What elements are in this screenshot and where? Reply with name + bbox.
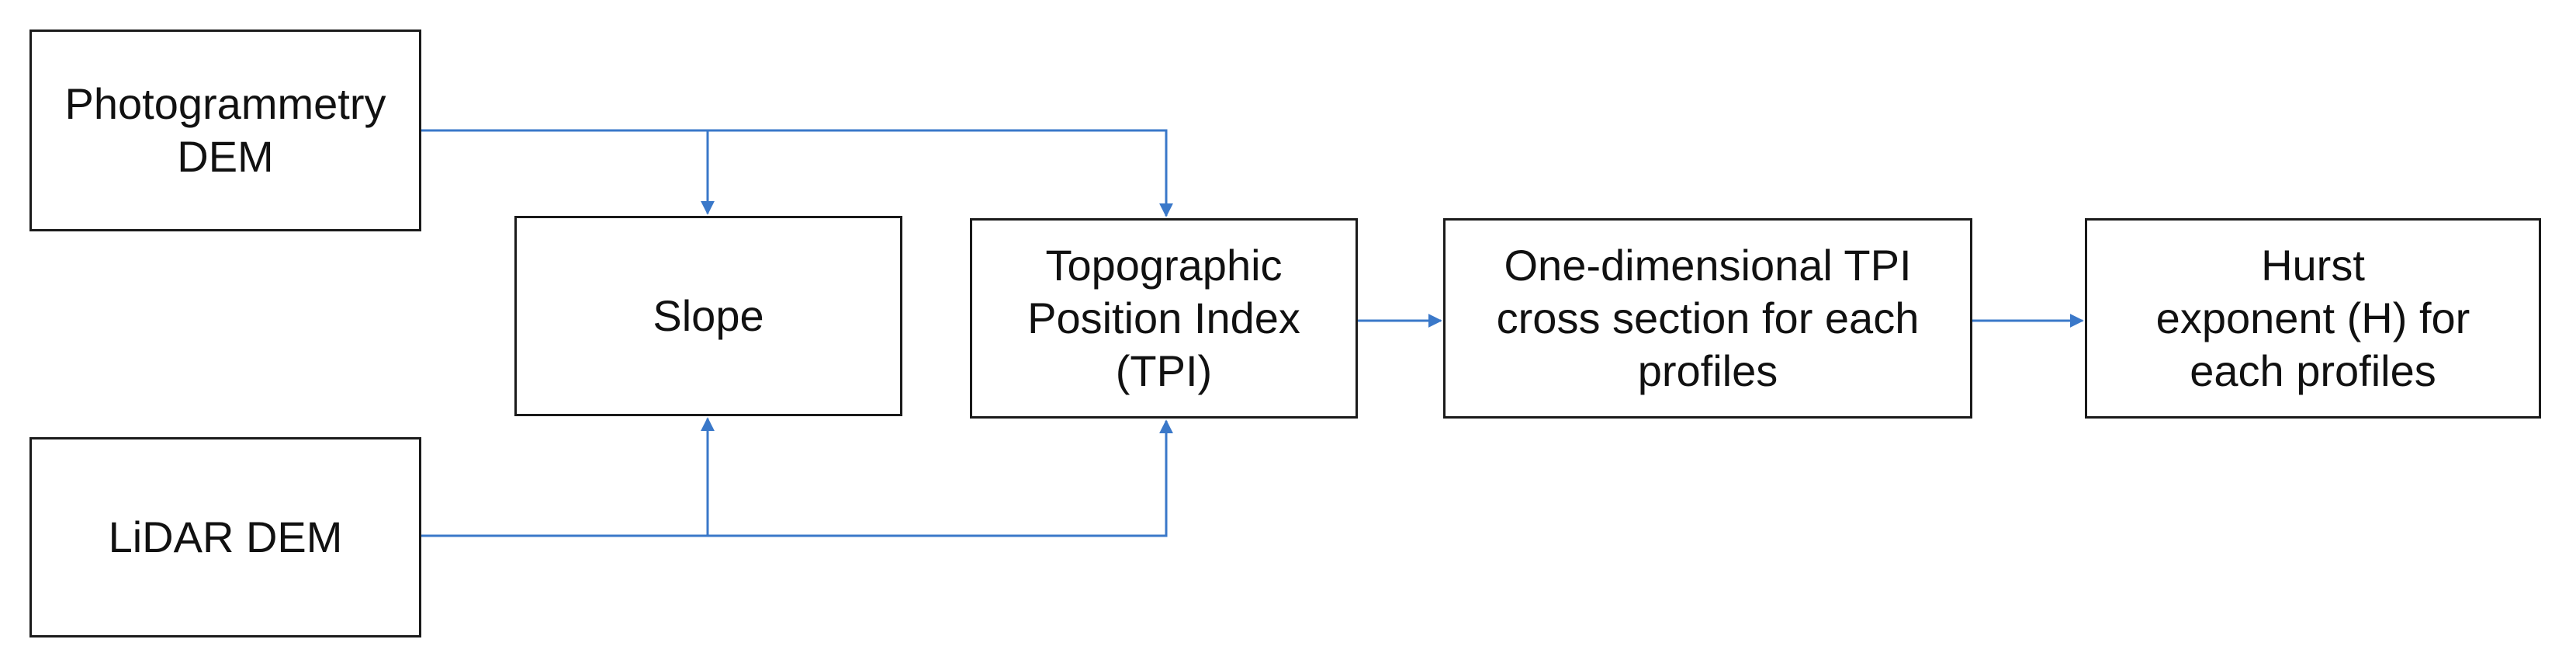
node-lidar-dem-label: LiDAR DEM — [108, 512, 343, 561]
node-cross-section-label: One-dimensional TPI cross section for ea… — [1496, 240, 1920, 396]
node-tpi: Topographic Position Index (TPI) — [970, 218, 1358, 419]
edge-lidar-to-tpi — [708, 419, 1173, 537]
edge-photogrammetry-to-slope — [421, 129, 715, 215]
node-slope: Slope — [514, 216, 902, 416]
node-tpi-label: Topographic Position Index (TPI) — [1027, 240, 1300, 396]
node-hurst-exponent: Hurst exponent (H) for each profiles — [2085, 218, 2541, 419]
node-lidar-dem: LiDAR DEM — [29, 437, 421, 637]
node-hurst-exponent-label: Hurst exponent (H) for each profiles — [2155, 240, 2470, 396]
node-photogrammetry-dem: Photogrammetry DEM — [29, 30, 421, 231]
edge-photogrammetry-to-tpi — [708, 129, 1173, 217]
node-cross-section: One-dimensional TPI cross section for ea… — [1443, 218, 1972, 419]
node-photogrammetry-dem-label: Photogrammetry DEM — [64, 78, 386, 181]
edge-lidar-to-slope — [421, 417, 715, 537]
node-slope-label: Slope — [653, 290, 764, 340]
